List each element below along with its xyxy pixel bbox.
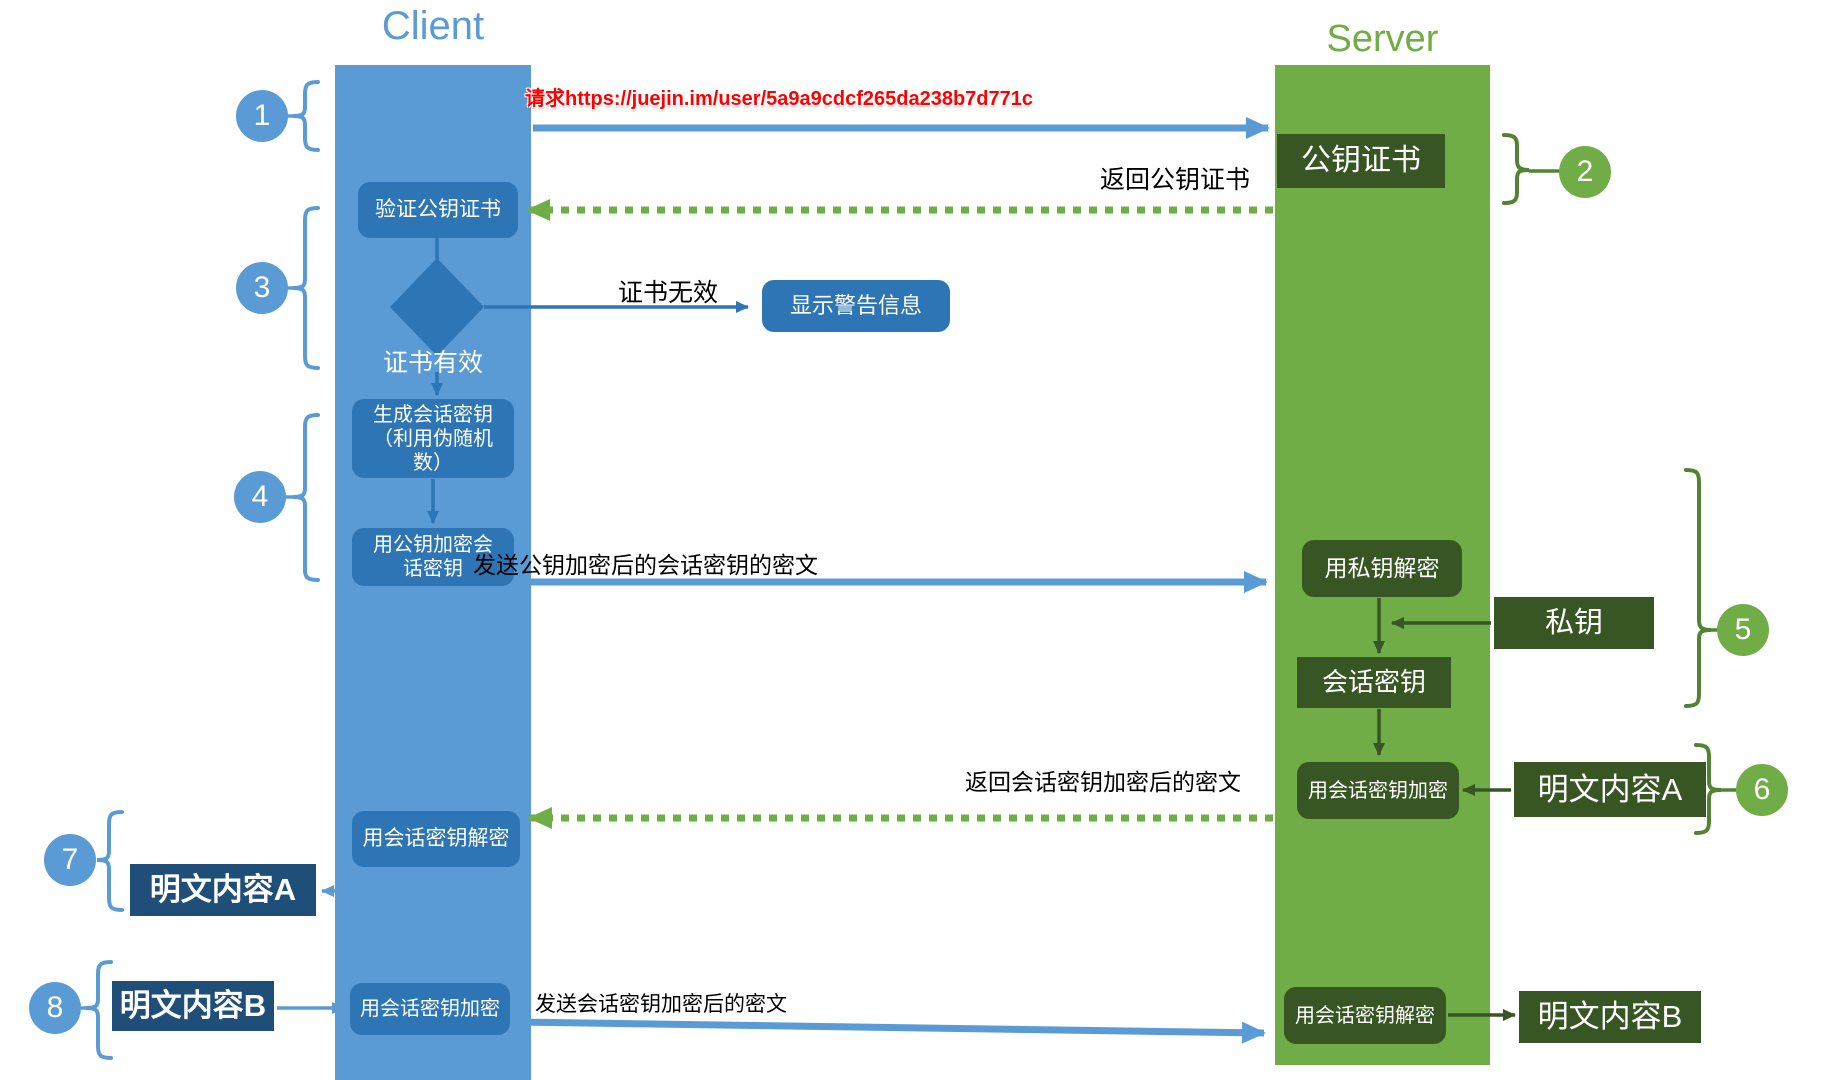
client-encrypt-session-box: 用会话密钥加密 xyxy=(350,983,510,1035)
step-1-badge: 1 xyxy=(236,90,288,142)
client-plaintext-b-box: 明文内容B xyxy=(112,981,274,1031)
step-5-badge: 5 xyxy=(1717,604,1769,656)
server-encrypt-session-box: 用会话密钥加密 xyxy=(1297,762,1459,819)
verify-cert-box: 验证公钥证书 xyxy=(358,182,518,238)
step-8-badge: 8 xyxy=(29,982,81,1034)
request-url-label: 请求https://juejin.im/user/5a9a9cdcf265da2… xyxy=(525,88,1033,110)
bracket-step-2 xyxy=(1502,133,1530,205)
return-cert-label: 返回公钥证书 xyxy=(1100,166,1251,194)
step-4-badge: 4 xyxy=(234,471,286,523)
client-decrypt-session-box: 用会话密钥解密 xyxy=(352,811,520,867)
send-session-key-label: 发送公钥加密后的会话密钥的密文 xyxy=(473,552,818,578)
encrypt-with-pubkey-box: 用公钥加密会话密钥 xyxy=(352,528,514,586)
session-key-box: 会话密钥 xyxy=(1297,657,1451,708)
send-encrypted-label: 发送会话密钥加密后的密文 xyxy=(535,993,787,1016)
private-key-box: 私钥 xyxy=(1494,597,1654,649)
client-plaintext-a-box: 明文内容A xyxy=(130,864,316,916)
arrow-send-encrypted xyxy=(515,1018,1266,1044)
bracket-step-7 xyxy=(96,810,124,912)
cert-invalid-label: 证书无效 xyxy=(618,279,719,307)
cert-valid-label: 证书有效 xyxy=(383,349,484,377)
generate-session-key-box: 生成会话密钥（利用伪随机数） xyxy=(352,399,514,478)
step-7-badge: 7 xyxy=(44,834,96,886)
step-3-badge: 3 xyxy=(236,262,288,314)
bracket-step-3 xyxy=(292,206,320,370)
server-plaintext-a-box: 明文内容A xyxy=(1514,762,1706,817)
bracket-step-8 xyxy=(85,960,113,1060)
server-decrypt-session-box: 用会话密钥解密 xyxy=(1284,987,1446,1044)
step-2-badge: 2 xyxy=(1559,146,1611,198)
return-encrypted-label: 返回会话密钥加密后的密文 xyxy=(965,769,1241,795)
show-warning-box: 显示警告信息 xyxy=(762,280,950,332)
server-title: Server xyxy=(1326,18,1439,60)
decrypt-with-privkey-box: 用私钥解密 xyxy=(1302,540,1462,597)
step-6-badge: 6 xyxy=(1736,764,1788,816)
server-plaintext-b-box: 明文内容B xyxy=(1519,991,1701,1043)
bracket-step-1 xyxy=(292,80,320,152)
public-cert-box: 公钥证书 xyxy=(1277,134,1445,188)
bracket-step-5 xyxy=(1684,468,1712,708)
bracket-step-4 xyxy=(292,413,320,582)
client-title: Client xyxy=(381,4,485,48)
